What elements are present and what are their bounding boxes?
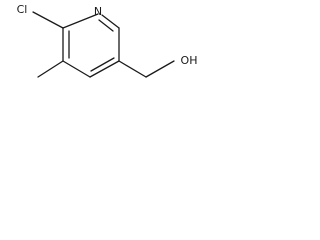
bond-c2-n-double-inner xyxy=(98,19,114,32)
bond-n-c6 xyxy=(62,13,99,29)
bond-c3-ch2 xyxy=(118,60,147,78)
bond-c2-n-double xyxy=(101,14,120,29)
bond-c5-c4 xyxy=(62,60,91,78)
bond-c4-c3-double-inner xyxy=(90,57,115,72)
atom-label-cl: Cl xyxy=(17,3,28,16)
bond-c4-c3-double xyxy=(89,60,120,78)
atom-label-n: N xyxy=(94,5,102,18)
bond-c6-cl xyxy=(32,11,64,29)
bond-ch2-oh xyxy=(145,60,175,78)
chemical-structure-diagram: N Cl OH xyxy=(17,3,198,78)
atom-label-oh: OH xyxy=(181,54,198,67)
bond-c5-methyl xyxy=(37,60,64,78)
